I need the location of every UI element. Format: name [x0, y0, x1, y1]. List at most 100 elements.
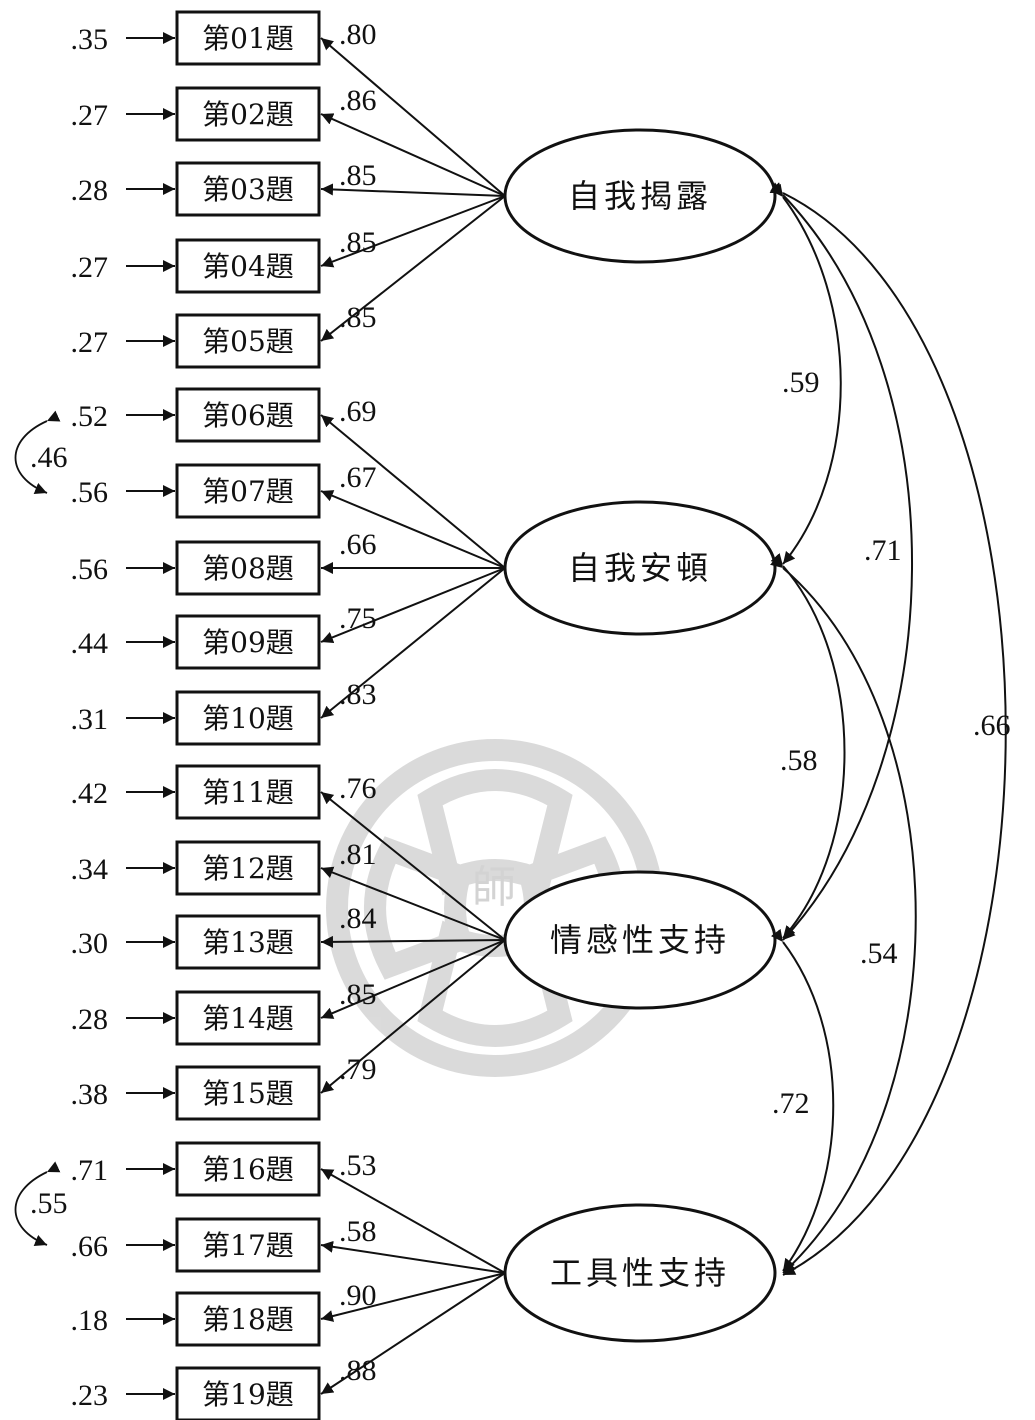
item-box: 第01題	[175, 10, 321, 66]
error-value: .31	[71, 703, 109, 736]
loading-value: .53	[339, 1149, 377, 1182]
correlation-curve	[769, 182, 1007, 1276]
item-box: 第09題	[175, 614, 321, 670]
item-box-frame	[175, 463, 321, 519]
error-term: .27	[71, 99, 175, 132]
error-term: .28	[71, 174, 175, 207]
error-covariances	[14, 410, 61, 1247]
correlation-curve	[771, 183, 842, 565]
item-label: 第14題	[202, 1002, 294, 1035]
loading-arrow	[320, 1272, 506, 1322]
item-label: 第04題	[202, 250, 294, 283]
error-term: .42	[71, 777, 175, 810]
loading-path: .80	[320, 18, 506, 197]
error-covariance-curve	[14, 1161, 61, 1247]
error-term: .27	[71, 326, 175, 359]
item-box-frame	[175, 1141, 321, 1197]
loading-path: .66	[321, 528, 505, 574]
item-label: 第11題	[202, 776, 294, 809]
error-value: .71	[71, 1154, 109, 1187]
factor-label: 自我安頓	[568, 549, 712, 587]
loading-path: .90	[320, 1272, 506, 1322]
item-label: 第13題	[202, 926, 294, 959]
correlation-curve	[770, 182, 913, 941]
loading-path: .88	[320, 1272, 506, 1395]
item-label: 第12題	[202, 852, 294, 885]
loading-path: .85	[320, 195, 506, 268]
factor-label: 情感性支持	[550, 921, 730, 959]
correlation-value: .72	[772, 1087, 810, 1120]
loading-path: .67	[320, 461, 506, 569]
error-value: .18	[71, 1304, 109, 1337]
error-term: .34	[71, 853, 175, 886]
error-term: .31	[71, 703, 175, 736]
item-box-frame	[175, 161, 321, 217]
error-term: .23	[71, 1379, 175, 1412]
error-covariance-value: .55	[30, 1187, 68, 1220]
loading-path: .85	[320, 939, 506, 1019]
item-box: 第19題	[175, 1366, 321, 1420]
loading-path: .75	[320, 567, 506, 644]
factor-node: 自我揭露	[503, 128, 777, 264]
item-label: 第16題	[202, 1153, 294, 1186]
loading-value: .66	[339, 528, 377, 561]
error-value: .28	[71, 1003, 109, 1036]
loading-path: .86	[320, 84, 506, 197]
error-value: .66	[71, 1230, 109, 1263]
error-term: .18	[71, 1304, 175, 1337]
item-box: 第07題	[175, 463, 321, 519]
item-box-frame	[175, 690, 321, 746]
loading-path: .85	[320, 159, 506, 197]
item-box: 第06題	[175, 387, 321, 443]
loading-path: .53	[320, 1149, 506, 1274]
item-label: 第02題	[202, 98, 294, 131]
loading-value: .85	[339, 226, 377, 259]
item-label: 第06題	[202, 399, 294, 432]
error-value: .44	[71, 627, 109, 660]
loading-arrow	[320, 939, 506, 1094]
item-label: 第05題	[202, 325, 294, 358]
item-box-frame	[175, 1291, 321, 1347]
factor-node: 自我安頓	[503, 500, 777, 636]
item-label: 第18題	[202, 1303, 294, 1336]
error-value: .35	[71, 23, 109, 56]
item-label: 第03題	[202, 173, 294, 206]
item-box: 第05題	[175, 313, 321, 369]
item-label: 第01題	[202, 22, 294, 55]
error-term: .44	[71, 627, 175, 660]
error-covariance-curve	[14, 410, 61, 495]
item-box-frame	[175, 764, 321, 820]
correlation-curve	[769, 555, 917, 1274]
error-value: .34	[71, 853, 109, 886]
error-term: .56	[71, 553, 175, 586]
loading-value: .84	[339, 902, 377, 935]
correlation-value: .71	[864, 534, 902, 567]
loading-value: .85	[339, 978, 377, 1011]
factor-node: 情感性支持	[503, 870, 777, 1010]
item-box-frame	[175, 540, 321, 596]
correlation-curve	[770, 928, 835, 1272]
item-box-frame	[175, 614, 321, 670]
item-box: 第15題	[175, 1065, 321, 1121]
item-box-frame	[175, 990, 321, 1046]
loading-value: .81	[339, 838, 377, 871]
item-box-frame	[175, 1065, 321, 1121]
loading-arrow	[320, 866, 506, 941]
error-term: .71	[71, 1154, 175, 1187]
loading-path: .83	[320, 567, 506, 719]
item-label: 第07題	[202, 475, 294, 508]
item-box: 第02題	[175, 86, 321, 142]
error-term: .66	[71, 1230, 175, 1263]
item-box-frame	[175, 840, 321, 896]
item-box-frame	[175, 1217, 321, 1273]
item-box: 第10題	[175, 690, 321, 746]
loading-path: .84	[320, 902, 506, 948]
loading-arrow	[320, 939, 506, 1019]
loading-arrow	[320, 1168, 506, 1274]
loading-value: .80	[339, 18, 377, 51]
correlation-value: .59	[782, 366, 820, 399]
factor-correlations	[769, 182, 1007, 1276]
loading-value: .85	[339, 159, 377, 192]
loading-path: .58	[320, 1215, 506, 1274]
